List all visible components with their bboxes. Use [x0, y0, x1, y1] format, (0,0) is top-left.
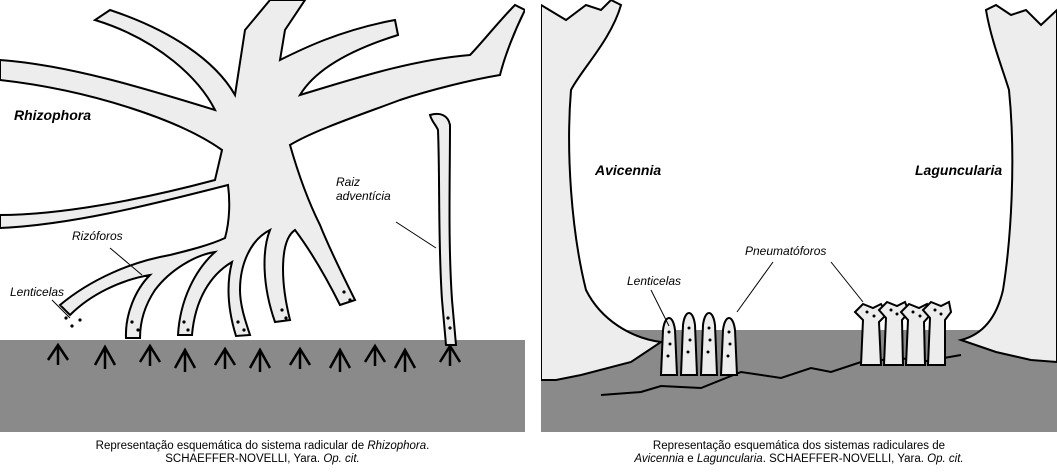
pneumatoforos-pointer-right — [831, 262, 863, 302]
pneumatoforos-label: Pneumatóforos — [745, 244, 826, 258]
avicennia-trunk — [541, 0, 661, 380]
right-caption-line2: Avicennia e Laguncularia. SCHAEFFER-NOVE… — [541, 453, 1057, 466]
raiz-label-line2: adventícia — [336, 189, 391, 203]
rhizophora-label: Rhizophora — [14, 107, 91, 123]
rhizophora-illustration: Rhizophora Rizóforos Lenticelas Raiz adv… — [0, 0, 525, 432]
right-caption-line1: Representação esquemática dos sistemas r… — [541, 440, 1057, 453]
rhizophora-caption-line1: Representação esquemática do sistema rad… — [0, 440, 525, 453]
avicennia-laguncularia-illustration: Avicennia Laguncularia Pneumatóforos Len… — [541, 0, 1057, 432]
raiz-pointer — [396, 222, 436, 248]
adventitious-root — [430, 114, 456, 345]
avicennia-laguncularia-caption: Representação esquemática dos sistemas r… — [541, 440, 1057, 466]
lenticelas-pointer — [651, 290, 669, 326]
avicennia-label: Avicennia — [594, 162, 661, 178]
pneumatoforos-pointer-left — [737, 262, 773, 312]
rhizophora-caption-line2: SCHAEFFER-NOVELLI, Yara. Op. cit. — [0, 453, 525, 466]
avicennia-laguncularia-diagram: Avicennia Laguncularia Pneumatóforos Len… — [541, 0, 1057, 432]
rizoforos-label: Rizóforos — [72, 229, 123, 243]
raiz-label-line1: Raiz — [336, 175, 360, 189]
rhizophora-diagram: Rhizophora Rizóforos Lenticelas Raiz adv… — [0, 0, 525, 432]
laguncularia-label: Laguncularia — [915, 162, 1002, 178]
lenticelas-label-right: Lenticelas — [627, 274, 681, 288]
lenticel-dots — [64, 290, 451, 331]
rhizophora-caption: Representação esquemática do sistema rad… — [0, 440, 525, 466]
lenticelas-label-left: Lenticelas — [10, 285, 64, 299]
laguncularia-pneumatophores — [855, 302, 951, 365]
laguncularia-trunk — [961, 5, 1057, 362]
